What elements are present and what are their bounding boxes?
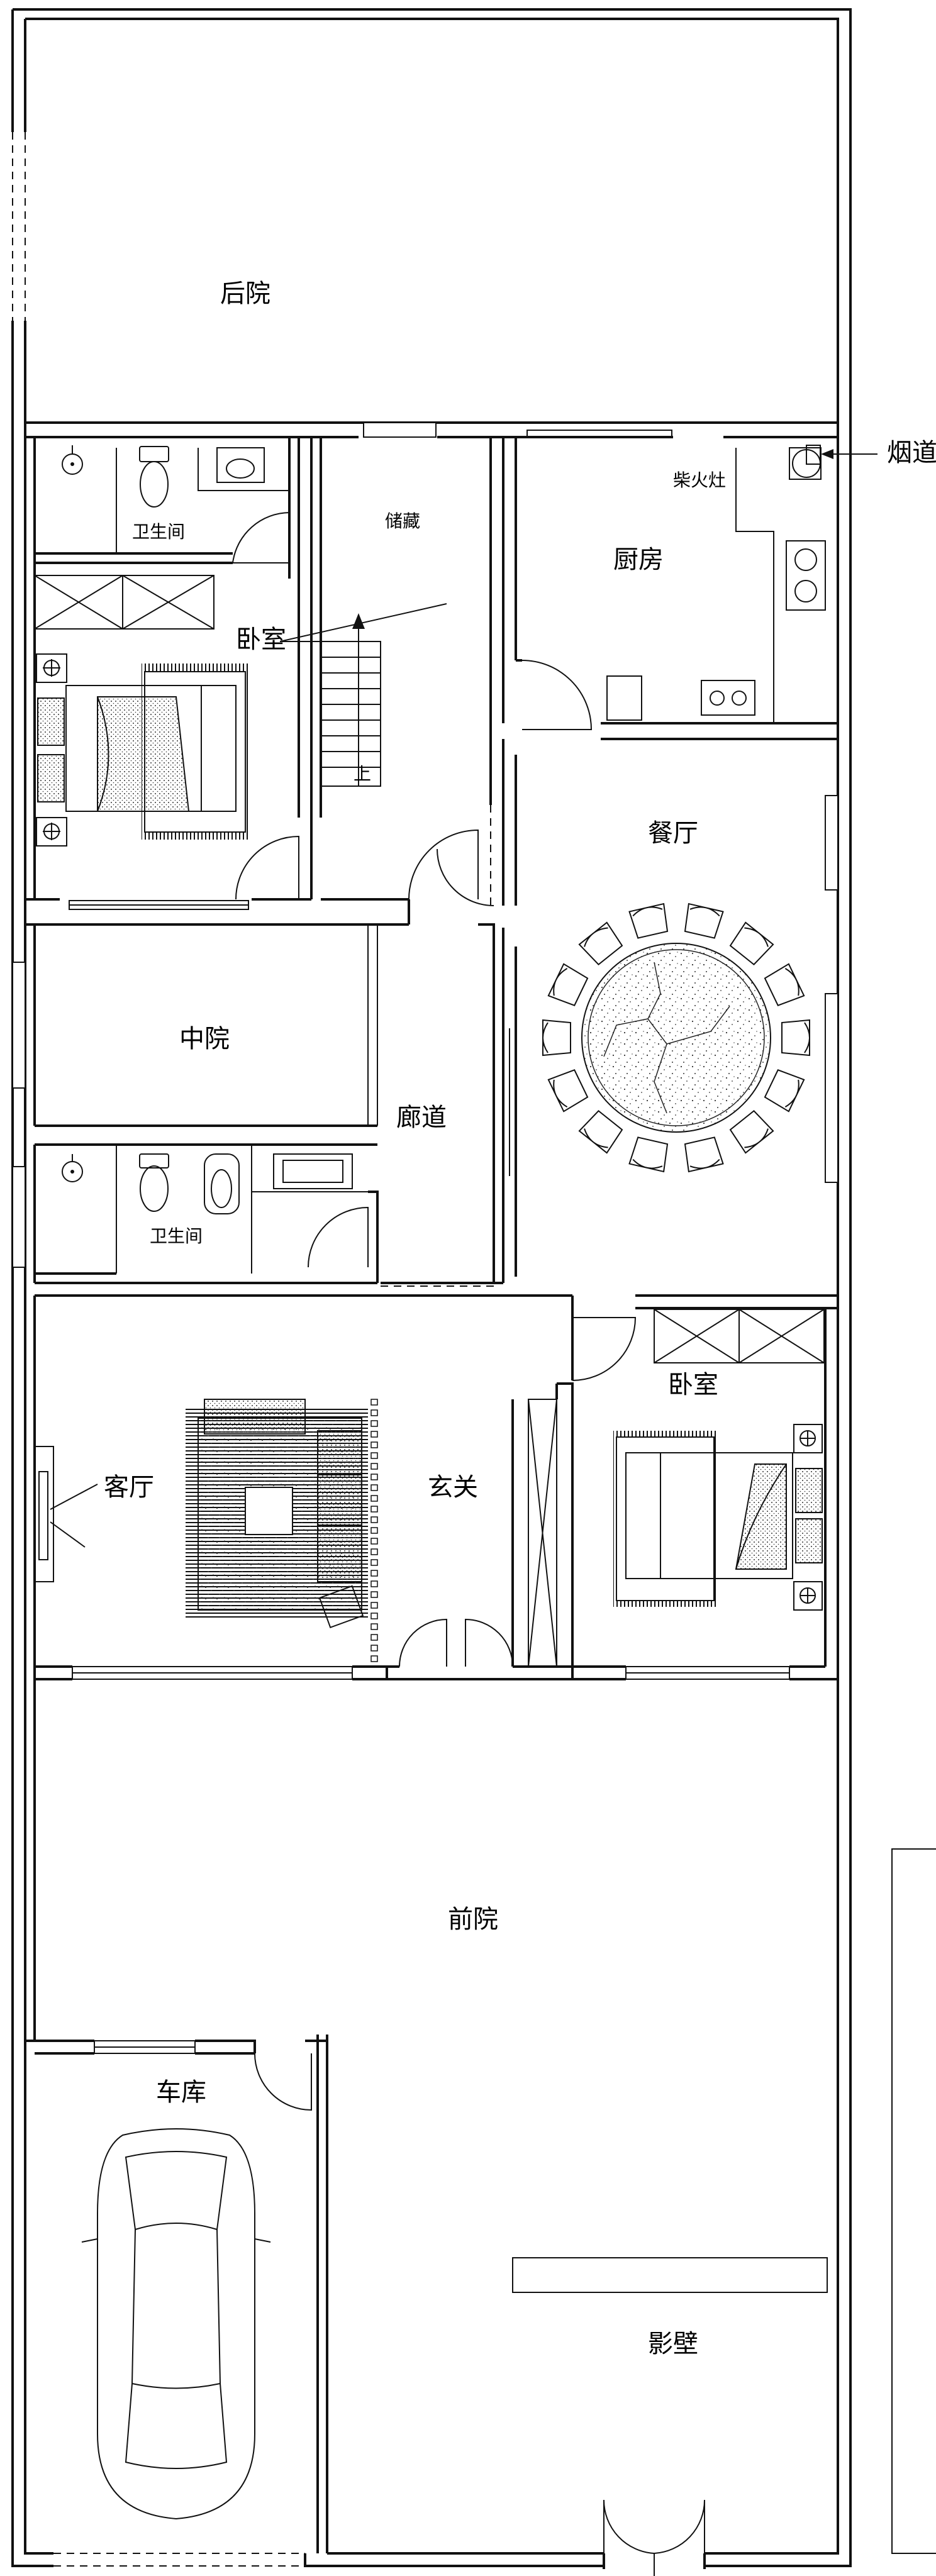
- dining: 餐厅: [490, 739, 839, 1283]
- kitchen: 厨房 柴火灶 烟道: [503, 436, 936, 740]
- bedroom-upper: 卧室: [24, 563, 447, 926]
- label-middle-court: 中院: [179, 1024, 230, 1053]
- label-garage: 车库: [156, 2078, 206, 2107]
- partition-dot: [370, 1580, 378, 1587]
- partition-dot: [370, 1409, 378, 1416]
- dining-chair: [628, 902, 669, 939]
- dining-chairs: [542, 902, 810, 1173]
- bathroom-upper: 卫生间: [24, 436, 300, 579]
- dining-chair: [628, 1136, 669, 1173]
- bathroom-middle: 卫生间: [12, 1145, 379, 1284]
- partition-dot: [370, 1645, 378, 1652]
- label-wood-stove: 柴火灶: [673, 470, 726, 491]
- dining-chair: [578, 921, 623, 965]
- dining-chair: [729, 921, 774, 965]
- partition-dot: [370, 1527, 378, 1534]
- label-stairs-up: 上: [354, 763, 371, 784]
- partition-dot: [370, 1570, 378, 1577]
- dining-chair: [764, 963, 805, 1006]
- partition-dot: [370, 1548, 378, 1555]
- partition-dot: [370, 1602, 378, 1609]
- label-chimney: 烟道: [887, 438, 936, 467]
- partition-dot: [370, 1495, 378, 1502]
- outer-walls: [11, 8, 852, 2567]
- partition-dot: [370, 1559, 378, 1566]
- partition-dot: [370, 1441, 378, 1448]
- middle-court: 中院: [12, 924, 378, 1146]
- partition-dot: [370, 1506, 378, 1513]
- label-bathroom-middle: 卫生间: [150, 1226, 203, 1246]
- storage-stairs: 储藏 上: [310, 437, 504, 924]
- dining-chair: [578, 1110, 623, 1154]
- bedroom-lower: 卧室: [572, 1294, 839, 1680]
- partition-dot: [370, 1623, 378, 1630]
- label-foyer: 玄关: [428, 1473, 478, 1502]
- partition-dot: [370, 1613, 378, 1619]
- label-dining: 餐厅: [648, 819, 698, 848]
- label-corridor: 廊道: [396, 1103, 447, 1132]
- living-room: 客厅: [24, 1294, 572, 1680]
- label-bedroom-lower: 卧室: [668, 1370, 718, 1399]
- label-living-room: 客厅: [104, 1473, 154, 1502]
- label-storage: 储藏: [385, 511, 420, 531]
- partition-dot: [370, 1655, 378, 1662]
- partition-dot: [370, 1452, 378, 1459]
- partition-dot: [370, 1634, 378, 1641]
- partition-dot: [370, 1474, 378, 1480]
- partition-dot: [370, 1420, 378, 1427]
- partition-dot: [370, 1516, 378, 1523]
- partition-dot: [370, 1591, 378, 1598]
- dining-chair: [684, 1136, 724, 1173]
- partition-dot: [370, 1399, 378, 1406]
- dining-chair: [764, 1069, 805, 1113]
- dining-chair: [547, 1069, 589, 1113]
- front-yard: 前院 影壁: [24, 1679, 828, 2576]
- backyard: 后院: [25, 279, 838, 438]
- label-bedroom-upper: 卧室: [236, 625, 286, 654]
- label-bathroom-upper: 卫生间: [132, 521, 185, 542]
- partition-dot: [370, 1484, 378, 1491]
- label-kitchen: 厨房: [613, 545, 664, 574]
- label-front-yard: 前院: [448, 1905, 498, 1934]
- foyer: 玄关: [387, 1296, 637, 1680]
- dining-chair: [542, 1019, 571, 1057]
- label-screen-wall: 影壁: [648, 2329, 698, 2358]
- corridor: 廊道: [381, 848, 510, 1297]
- label-backyard: 后院: [220, 279, 270, 308]
- partition-dot: [370, 1431, 378, 1438]
- site-boundary: [891, 1848, 936, 2554]
- dining-chair: [729, 1110, 774, 1154]
- dining-chair: [684, 902, 724, 939]
- dining-chair: [547, 963, 589, 1006]
- garage: 车库: [25, 2035, 328, 2553]
- dining-chair: [781, 1019, 810, 1057]
- partition-dot: [370, 1538, 378, 1545]
- partition-dot: [370, 1463, 378, 1470]
